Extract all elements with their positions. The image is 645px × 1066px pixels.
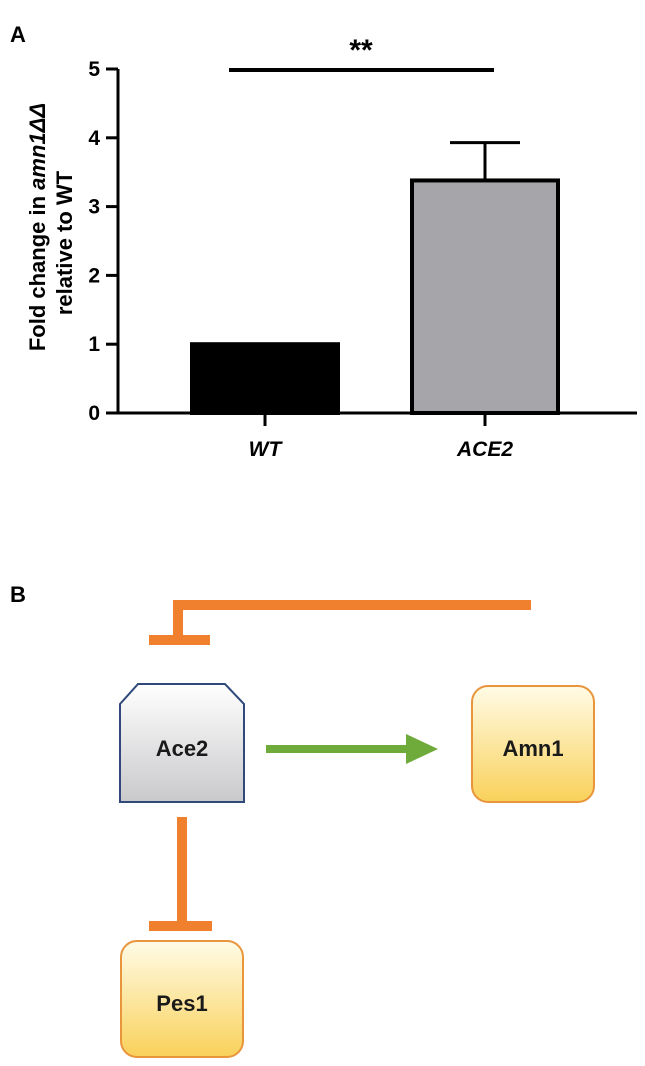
category-label-wt: WT bbox=[249, 438, 284, 461]
y-tick-label: 1 bbox=[88, 333, 100, 356]
y-tick-label: 0 bbox=[88, 402, 100, 425]
pes1-node bbox=[120, 940, 244, 1058]
ace2-label: Ace2 bbox=[156, 736, 209, 761]
ace2-node bbox=[119, 683, 245, 803]
y-axis-title-line2: relative to WT bbox=[52, 170, 77, 315]
panel-b-letter: B bbox=[10, 582, 26, 607]
bar-wt bbox=[190, 342, 340, 416]
y-tick-label: 2 bbox=[88, 264, 100, 287]
activation-arrowhead bbox=[406, 734, 438, 764]
y-axis-title-prefix: Fold change in bbox=[25, 190, 50, 351]
pathway-diagram: Ace2 Amn1 Pes1 bbox=[119, 600, 595, 1058]
category-labels: WT ACE2 bbox=[249, 438, 514, 461]
bars bbox=[190, 141, 560, 416]
amn1-to-ace2-inhibition-line bbox=[173, 600, 531, 640]
pes1-label: Pes1 bbox=[156, 991, 207, 1016]
x-ticks bbox=[263, 413, 487, 426]
y-tick-label: 3 bbox=[88, 196, 100, 219]
y-axis-title-italic: amn1ΔΔ bbox=[25, 103, 50, 190]
category-label-ace2: ACE2 bbox=[456, 438, 513, 461]
amn1-label: Amn1 bbox=[502, 736, 563, 761]
y-tick-label: 5 bbox=[88, 58, 100, 81]
y-ticks: 0 1 2 3 4 5 bbox=[88, 58, 118, 425]
significance-label: ** bbox=[349, 34, 373, 67]
bar-ace2 bbox=[410, 178, 560, 415]
y-axis-title-line1: Fold change in amn1ΔΔ bbox=[25, 103, 50, 351]
y-tick-label: 4 bbox=[88, 127, 100, 150]
bar-chart: Fold change in amn1ΔΔ relative to WT 0 1 2… bbox=[25, 34, 637, 461]
panel-a-letter: A bbox=[10, 22, 26, 47]
amn1-node bbox=[471, 685, 595, 803]
